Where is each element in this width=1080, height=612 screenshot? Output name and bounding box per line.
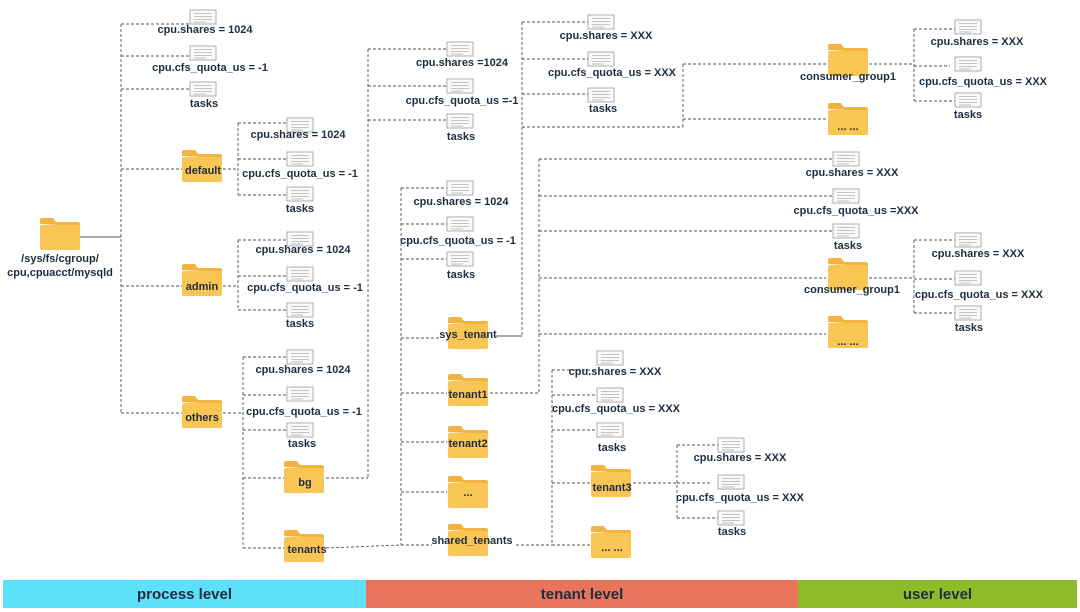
file-icon <box>954 56 982 72</box>
file-icon <box>286 151 314 167</box>
tenant-level-band: tenant level <box>366 580 798 608</box>
file-icon <box>446 180 474 196</box>
root-path-line1: /sys/fs/cgroup/ <box>21 253 99 265</box>
file-label: cpu.cfs_quota_us = XXX <box>919 76 1048 88</box>
group-tenants-label: tenants <box>287 544 326 556</box>
group-consumer-a-label: consumer_group1 <box>800 71 896 83</box>
file-label: tasks <box>955 322 983 334</box>
file-label: cpu.shares = XXX <box>694 452 787 464</box>
file-icon <box>286 386 314 402</box>
file-label: cpu.cfs_quota_us = -1 <box>400 235 516 247</box>
group-consumer-b-label: consumer_group1 <box>804 284 900 296</box>
file-label: cpu.cfs_quota_us = -1 <box>152 62 268 74</box>
file-label: cpu.shares = XXX <box>569 366 662 378</box>
group-bg-label: bg <box>298 477 311 489</box>
file-icon <box>587 51 615 67</box>
file-label: cpu.shares = 1024 <box>413 196 509 208</box>
file-label: cpu.cfs_quota_us = XXX <box>552 403 681 415</box>
file-label: cpu.shares = 1024 <box>250 129 346 141</box>
file-label: cpu.cfs_quota_us = -1 <box>242 168 358 180</box>
file-label: cpu.shares = XXX <box>931 36 1024 48</box>
file-icon <box>832 188 860 204</box>
user-level-band: user level <box>798 580 1077 608</box>
file-label: tasks <box>598 442 626 454</box>
file-icon <box>189 9 217 25</box>
file-icon <box>286 186 314 202</box>
file-label: cpu.shares = XXX <box>560 30 653 42</box>
file-icon <box>954 232 982 248</box>
file-icon <box>446 113 474 129</box>
folder-labels: default admin others bg tenants sys_tena… <box>185 71 900 556</box>
file-label: cpu.shares = XXX <box>806 167 899 179</box>
tenant-level-label: tenant level <box>540 585 624 603</box>
file-label: cpu.cfs_quota_us =XXX <box>793 205 919 217</box>
file-label: tasks <box>286 318 314 330</box>
group-tenant-more2-label: ... ... <box>601 542 622 554</box>
file-icon <box>832 151 860 167</box>
file-icon <box>954 305 982 321</box>
file-label: tasks <box>286 203 314 215</box>
file-label: cpu.cfs_quota_us = XXX <box>915 289 1044 301</box>
file-label: cpu.shares = 1024 <box>157 24 253 36</box>
file-label: cpu.shares = 1024 <box>255 244 351 256</box>
file-icon <box>717 510 745 526</box>
file-icon <box>446 216 474 232</box>
file-label: tasks <box>589 103 617 115</box>
file-icon <box>587 14 615 30</box>
group-tenant1-label: tenant1 <box>448 389 487 401</box>
file-icon <box>717 437 745 453</box>
group-tenant2-label: tenant2 <box>448 438 487 450</box>
process-level-band: process level <box>3 580 366 608</box>
group-tenant-more-label: ... <box>463 487 472 499</box>
file-label: cpu.cfs_quota_us =-1 <box>406 95 519 107</box>
file-icon <box>286 349 314 365</box>
file-icon <box>832 223 860 239</box>
group-others-label: others <box>185 412 219 424</box>
file-label: cpu.cfs_quota_us = XXX <box>676 492 805 504</box>
group-shared-tenants-label: shared_tenants <box>431 535 512 547</box>
file-icon <box>446 251 474 267</box>
file-label: cpu.shares =1024 <box>416 57 509 69</box>
file-label: cpu.shares = 1024 <box>255 364 351 376</box>
file-label: tasks <box>718 526 746 538</box>
file-icon <box>587 87 615 103</box>
file-label: cpu.shares = XXX <box>932 248 1025 260</box>
file-label: tasks <box>954 109 982 121</box>
file-label: cpu.cfs_quota_us = -1 <box>247 282 363 294</box>
file-label: tasks <box>447 131 475 143</box>
file-label: tasks <box>190 98 218 110</box>
root-path-line2: cpu,cpuacct/mysqld <box>7 267 113 279</box>
file-label: tasks <box>288 438 316 450</box>
group-tenant3-label: tenant3 <box>592 482 631 494</box>
file-icon <box>189 81 217 97</box>
file-icon <box>286 266 314 282</box>
file-icon <box>954 92 982 108</box>
file-icon <box>596 387 624 403</box>
file-icon <box>286 302 314 318</box>
user-level-label: user level <box>902 585 973 603</box>
file-label: cpu.cfs_quota_us = XXX <box>548 67 677 79</box>
file-icon <box>954 270 982 286</box>
file-icon <box>446 41 474 57</box>
file-icon <box>717 474 745 490</box>
file-icon <box>189 45 217 61</box>
group-admin-label: admin <box>186 281 219 293</box>
file-label: tasks <box>834 240 862 252</box>
group-consumer-b-more-label: ... ... <box>837 336 858 348</box>
connectors <box>80 21 960 549</box>
process-level-label: process level <box>136 585 233 603</box>
file-labels: cpu.shares = 1024 cpu.cfs_quota_us = -1 … <box>152 24 1048 538</box>
group-sys-tenant-label: sys_tenant <box>439 329 497 341</box>
file-label: tasks <box>447 269 475 281</box>
file-icon <box>596 422 624 438</box>
folder-icon <box>40 218 80 250</box>
group-consumer-a-more-label: ... ... <box>837 121 858 133</box>
file-icon <box>446 78 474 94</box>
file-icon <box>286 422 314 438</box>
group-default-label: default <box>185 165 221 177</box>
file-icon <box>596 350 624 366</box>
file-icon <box>954 19 982 35</box>
file-label: cpu.cfs_quota_us = -1 <box>246 406 362 418</box>
